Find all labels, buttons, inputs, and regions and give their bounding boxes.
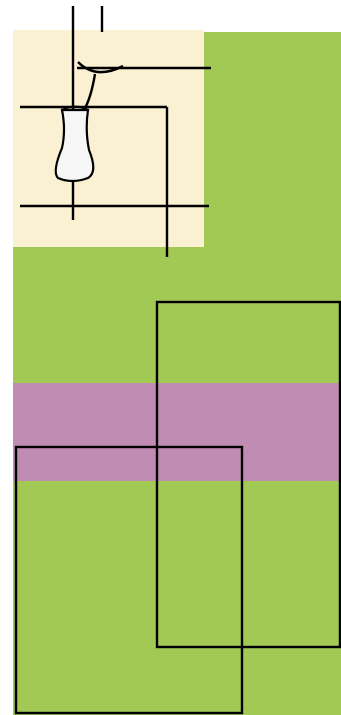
pink-band <box>13 383 341 481</box>
cream-panel <box>13 30 204 247</box>
